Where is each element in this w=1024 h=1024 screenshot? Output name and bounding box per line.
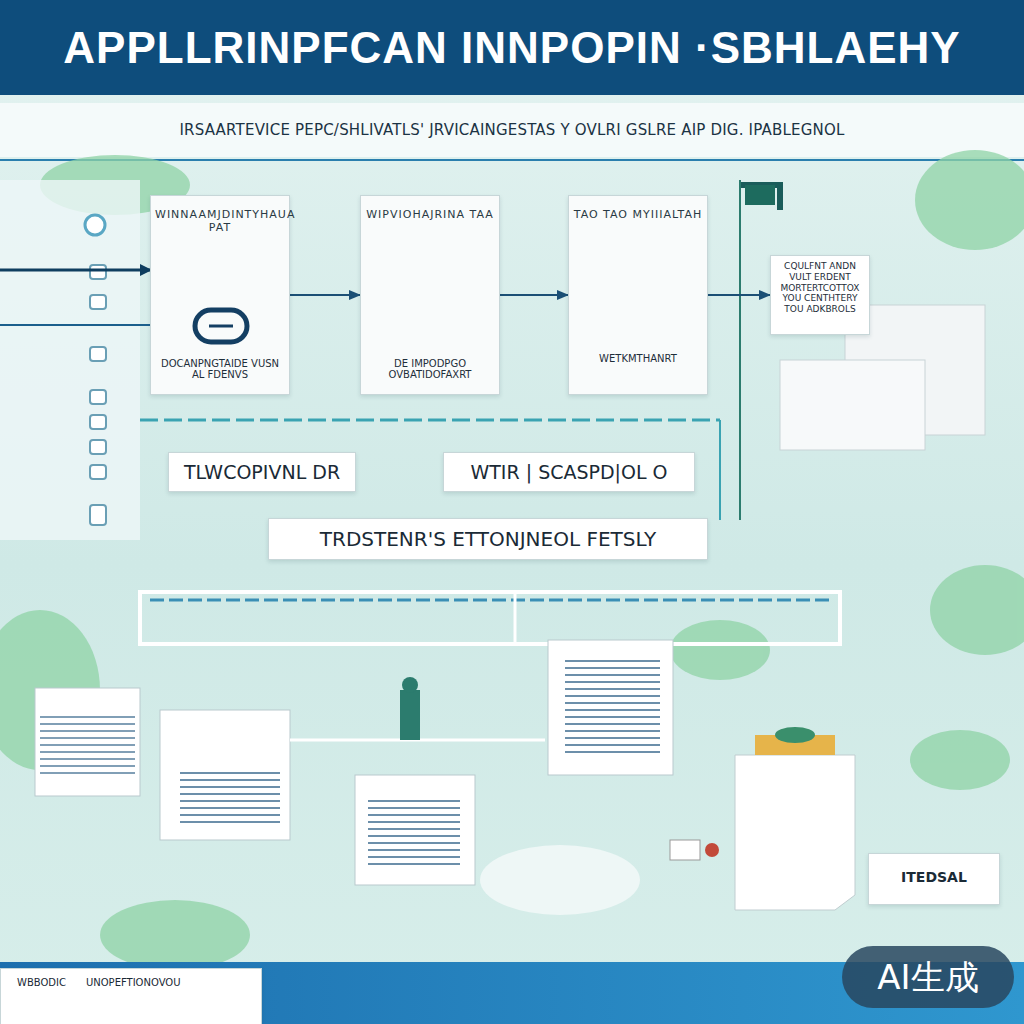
node-body: UNOPEFTIONOVOU (76, 969, 185, 988)
node-body: WETKMTHANRT (569, 353, 707, 364)
header-bar (0, 0, 1024, 95)
node-heading: WTIR | SCASPD|OL O (444, 453, 694, 491)
label-box: WTIR | SCASPD|OL O (443, 452, 695, 492)
node-heading: TRDSTENR'S ETTONJNEOL FETSLY (269, 519, 707, 559)
subtitle-band (0, 103, 1024, 157)
flow-arrow (708, 294, 770, 296)
process-box: WIPVIOHAJRINA TAA DE IMPODPGO OVBATIDOFAX… (360, 195, 500, 395)
node-body: DOCANPNGTAIDE VUSN AL FDENVS (151, 358, 289, 380)
subtitle-text: IRSAARTEVICE PEPC/SHLIVATLS' JRVICAINGES… (0, 106, 1024, 154)
node-heading: ITEDSAL (869, 854, 999, 900)
footer-box: WBBODICUNOPEFTIONOVOU (0, 968, 262, 1024)
node-heading: WBBODIC (1, 969, 76, 988)
node-heading: CQULFNT ANDN VULT ERDENT MORTERTCOTTOX Y… (771, 256, 869, 320)
card-box: ITEDSAL (868, 853, 1000, 905)
note-box: CQULFNT ANDN VULT ERDENT MORTERTCOTTOX Y… (770, 255, 870, 335)
title-text: APPLLRINPFCAN INNPOPIN ·SBHLAEHY (0, 0, 1024, 95)
node-heading: TLWCOPIVNL DR (169, 453, 355, 491)
process-box: TAO TAO MYIIIALTAH WETKMTHANRT (568, 195, 708, 395)
flow-arrow (290, 294, 360, 296)
watermark: AI生成 (842, 946, 1014, 1008)
side-icon (90, 265, 106, 525)
process-box: WINNAAMJDINTYHAUA PAT DOCANPNGTAIDE VUSN … (150, 195, 290, 395)
node-heading: WINNAAMJDINTYHAUA PAT (151, 196, 289, 234)
label-box: TLWCOPIVNL DR (168, 452, 356, 492)
document-illustration (35, 640, 855, 915)
green-blob (0, 150, 1024, 970)
ring-icon (191, 304, 251, 348)
node-body: DE IMPODPGO OVBATIDOFAXRT (361, 358, 499, 380)
flow-arrow (500, 294, 568, 296)
node-heading: WIPVIOHAJRINA TAA (361, 196, 499, 221)
banner-box: TRDSTENR'S ETTONJNEOL FETSLY (268, 518, 708, 560)
node-heading: TAO TAO MYIIIALTAH (569, 196, 707, 221)
